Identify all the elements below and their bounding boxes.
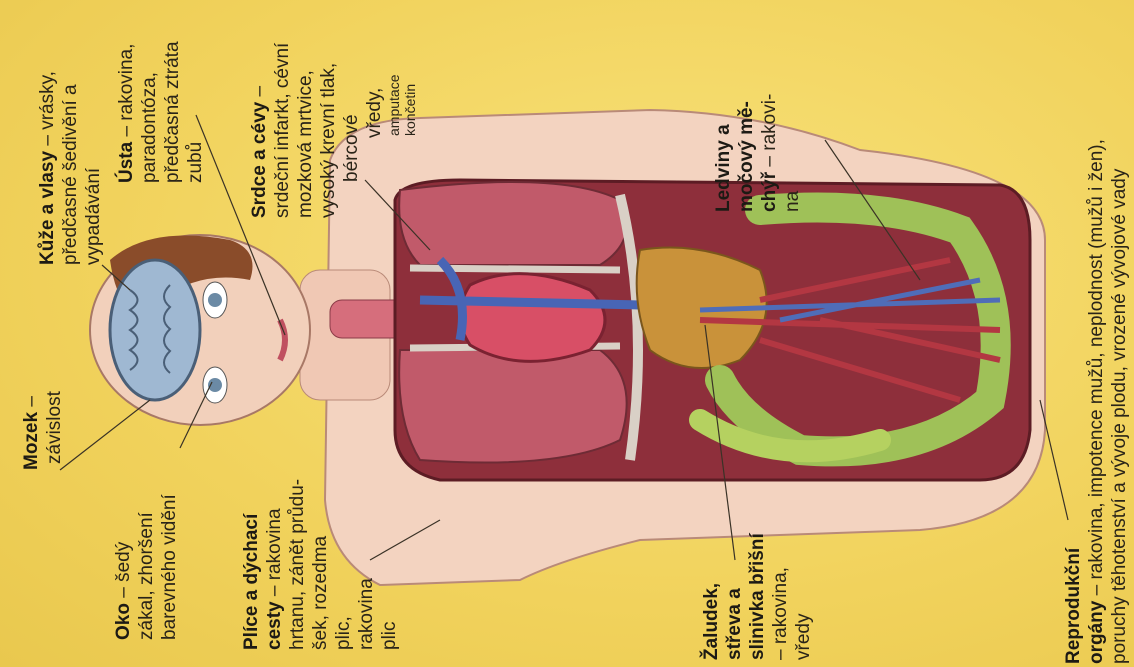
label-kuze: Kůže a vlasy – vrásky, předčasné šedivěn… xyxy=(36,71,105,265)
label-srdce: Srdce a cévy – srdeční infarkt, cévní mo… xyxy=(248,43,418,218)
label-reprodukcni: Reprodukční orgány – rakovina, impotence… xyxy=(1062,139,1131,664)
label-zaludek: Žaludek, střeva a slinivka břišní – rako… xyxy=(700,533,815,660)
label-oko: Oko – šedý zákal, zhoršení barevného vid… xyxy=(112,494,181,640)
label-usta: Ústa – rakovina, paradontóza, předčasná … xyxy=(115,41,207,183)
heart xyxy=(460,274,605,362)
lung-upper xyxy=(399,182,627,265)
brain xyxy=(110,260,200,400)
lung-lower xyxy=(399,350,627,463)
label-ledviny: Ledviny a močový mě- chýř – rakovi- na xyxy=(712,94,804,212)
label-mozek: Mozek – závislost xyxy=(20,391,66,470)
label-plice: Plíce a dýchací cesty – rakovina hrtanu,… xyxy=(240,479,401,650)
